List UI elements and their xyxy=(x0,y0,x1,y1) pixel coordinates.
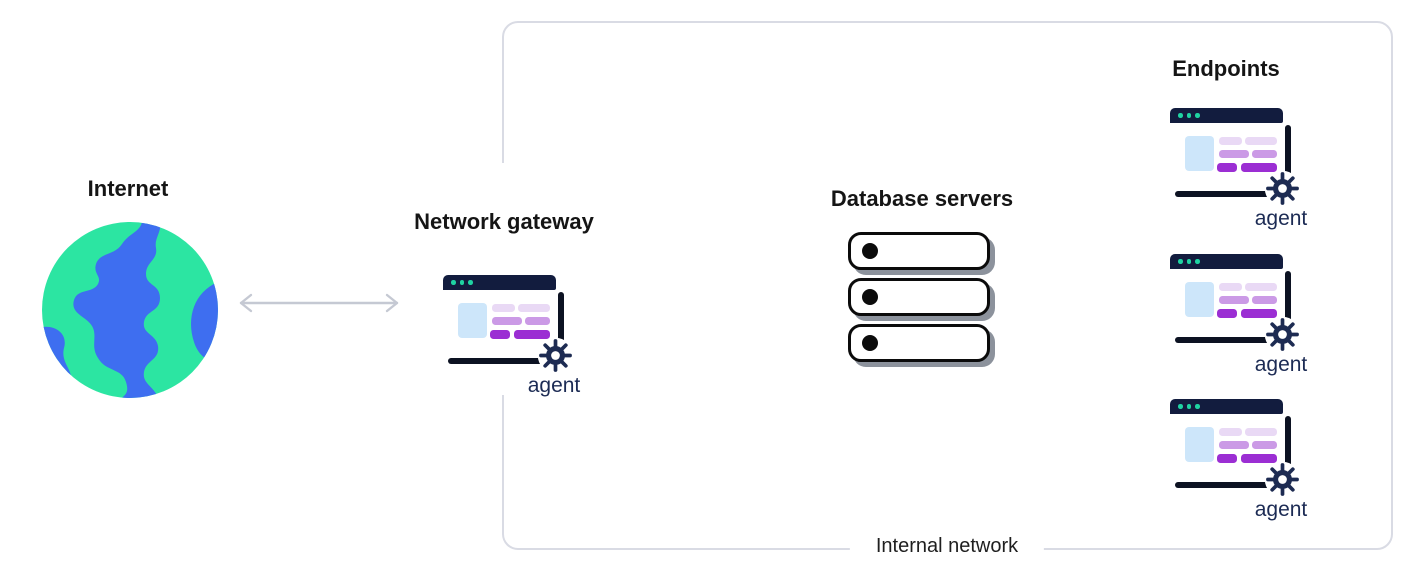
window-bottom-frame xyxy=(1175,191,1277,197)
content-bar xyxy=(1241,309,1277,318)
globe-icon xyxy=(42,222,218,398)
window-right-frame xyxy=(1285,125,1291,199)
content-bar xyxy=(525,317,550,325)
window-titlebar xyxy=(1170,399,1283,414)
content-bar xyxy=(492,317,522,325)
network-gateway-label: Network gateway xyxy=(414,209,594,234)
window-sidebar-panel xyxy=(1185,136,1214,171)
gear-icon xyxy=(1264,316,1301,353)
window-bottom-frame xyxy=(1175,337,1277,343)
content-bar xyxy=(490,330,510,339)
endpoint-icon: agent xyxy=(1170,254,1307,380)
content-bar xyxy=(1245,283,1277,291)
content-bar xyxy=(1252,441,1277,449)
content-bar xyxy=(1252,150,1277,158)
content-bar xyxy=(1219,150,1249,158)
content-bar xyxy=(492,304,515,312)
window-sidebar-panel xyxy=(1185,427,1214,462)
gear-icon xyxy=(1264,461,1301,498)
window-bottom-frame xyxy=(1175,482,1277,488)
window-sidebar-panel xyxy=(1185,282,1214,317)
window-right-frame xyxy=(558,292,564,366)
titlebar-dot-icon xyxy=(1186,113,1191,118)
window-titlebar xyxy=(1170,108,1283,123)
content-bar xyxy=(1241,454,1277,463)
window-right-frame xyxy=(1285,271,1291,345)
database-server-icon xyxy=(848,232,990,270)
content-bar xyxy=(518,304,550,312)
internet-label: Internet xyxy=(87,176,169,201)
agent-label: agent xyxy=(1254,498,1308,521)
content-bar xyxy=(1217,454,1237,463)
server-led-icon xyxy=(862,289,878,305)
content-bar xyxy=(1219,441,1249,449)
titlebar-dot-icon xyxy=(1178,113,1183,118)
window-right-frame xyxy=(1285,416,1291,490)
titlebar-dot-icon xyxy=(1178,404,1183,409)
content-bar xyxy=(1219,296,1249,304)
window-sidebar-panel xyxy=(458,303,487,338)
content-bar xyxy=(1245,428,1277,436)
content-bar xyxy=(514,330,550,339)
window-titlebar xyxy=(1170,254,1283,269)
network-gateway-icon: agent xyxy=(443,275,580,401)
content-bar xyxy=(1219,137,1242,145)
endpoints-label: Endpoints xyxy=(1172,56,1280,81)
gear-icon xyxy=(537,337,574,374)
internal-network-label: Internal network xyxy=(849,535,1045,558)
titlebar-dot-icon xyxy=(1195,259,1200,264)
window-bottom-frame xyxy=(448,358,550,364)
window-titlebar xyxy=(443,275,556,290)
bidirectional-arrow-icon xyxy=(239,293,399,313)
server-led-icon xyxy=(862,335,878,351)
content-bar xyxy=(1217,309,1237,318)
agent-label: agent xyxy=(1254,207,1308,230)
database-server-icon xyxy=(848,324,990,362)
agent-label: agent xyxy=(1254,353,1308,376)
endpoint-icon: agent xyxy=(1170,108,1307,234)
content-bar xyxy=(1219,283,1242,291)
database-server-icon xyxy=(848,278,990,316)
agent-label: agent xyxy=(527,374,581,397)
content-bar xyxy=(1217,163,1237,172)
titlebar-dot-icon xyxy=(451,280,456,285)
server-stack-icon xyxy=(848,232,990,370)
titlebar-dot-icon xyxy=(1195,113,1200,118)
content-bar xyxy=(1241,163,1277,172)
titlebar-dot-icon xyxy=(1186,259,1191,264)
content-bar xyxy=(1245,137,1277,145)
gear-icon xyxy=(1264,170,1301,207)
titlebar-dot-icon xyxy=(468,280,473,285)
server-led-icon xyxy=(862,243,878,259)
endpoint-icon: agent xyxy=(1170,399,1307,525)
database-servers-label: Database servers xyxy=(830,186,1014,211)
titlebar-dot-icon xyxy=(459,280,464,285)
titlebar-dot-icon xyxy=(1178,259,1183,264)
content-bar xyxy=(1219,428,1242,436)
titlebar-dot-icon xyxy=(1186,404,1191,409)
titlebar-dot-icon xyxy=(1195,404,1200,409)
content-bar xyxy=(1252,296,1277,304)
